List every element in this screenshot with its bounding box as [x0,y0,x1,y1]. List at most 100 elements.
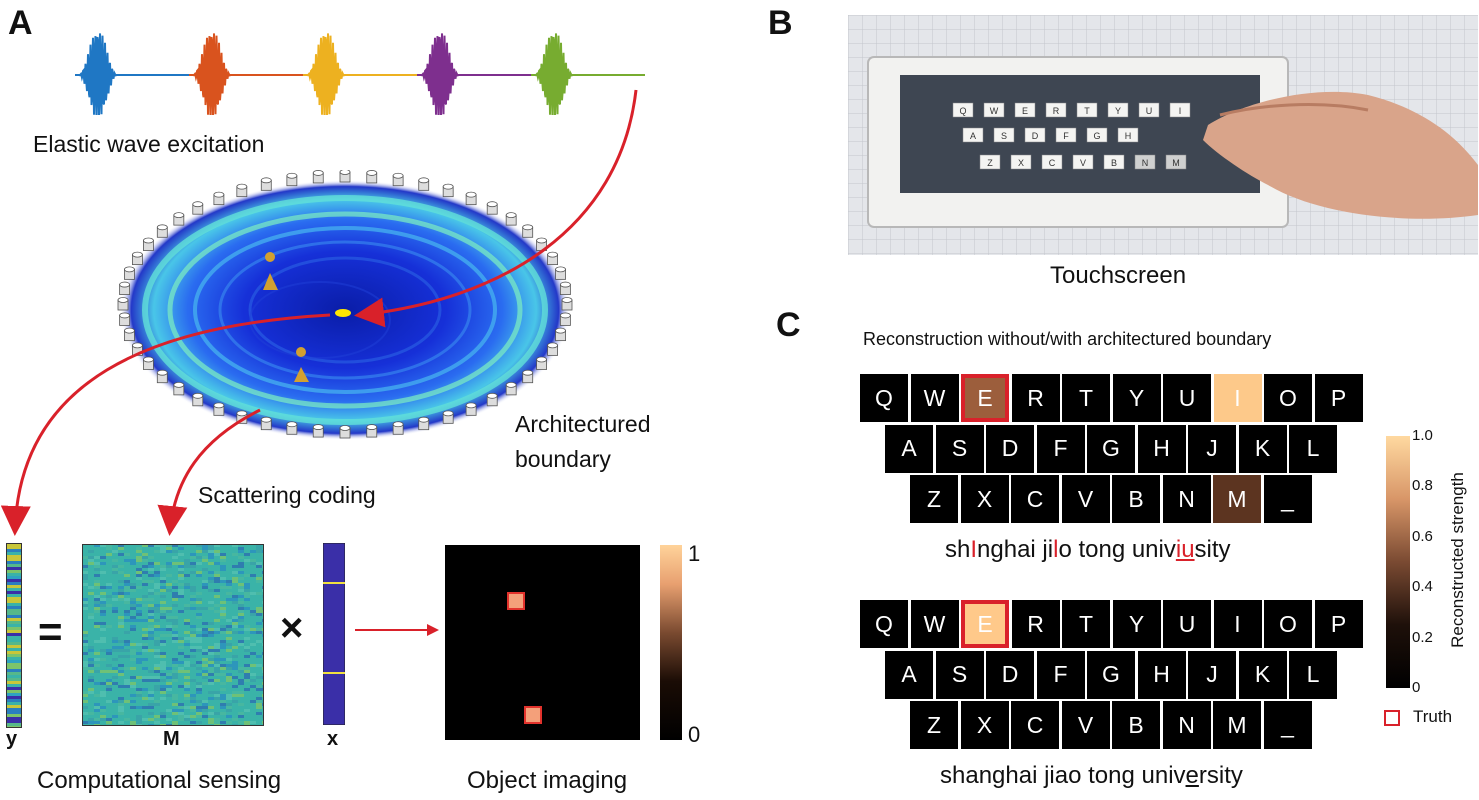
boundary-pillar [173,381,185,396]
boundary-pillar [260,177,272,191]
boundary-pillar [418,177,430,191]
boundary-pillar [465,191,477,206]
m-label: M [163,728,180,750]
object-colorbar [660,545,682,740]
excitation-label: Elastic wave excitation [33,131,265,157]
decoded-error-part: I [970,536,978,563]
boundary-pillar [505,212,517,226]
decoded-text-part: sh [945,536,971,563]
photo-key: V [1072,154,1094,170]
boundary-pillar [339,170,351,183]
key-u: U [1163,600,1211,648]
boundary-pillar [117,297,129,311]
photo-key: Q [952,102,974,118]
key-s: S [935,424,984,473]
boundary-pillar [366,170,378,184]
equals-sign: = [38,608,63,655]
boundary-label-line2: boundary [515,446,611,472]
wave-signal [303,33,417,115]
boundary-pillar [418,416,430,431]
photo-key: C [1041,154,1063,170]
key-space: _ [1263,701,1312,749]
svg-text:Z: Z [987,158,993,168]
key-q: Q [860,600,908,648]
svg-text:V: V [1080,158,1086,168]
boundary-pillar [555,266,566,280]
key-m: M [1213,475,1261,523]
colorbar-top-tick: 1 [688,541,701,566]
boundary-pillar [236,183,248,198]
photo-key: W [983,102,1005,118]
boundary-pillar [192,392,204,407]
colorbar-tick-label: 1.0 [1412,427,1433,444]
boundary-pillar [156,224,168,238]
photo-key: U [1138,102,1160,118]
svg-text:S: S [1001,131,1007,141]
key-p: P [1314,374,1363,422]
object-imaging-label: Object imaging [467,767,628,794]
key-a: A [885,424,933,473]
strength-colorbar [1386,436,1410,688]
svg-text:T: T [1084,106,1090,116]
boundary-pillar [486,201,498,215]
wave-signal [75,33,189,115]
svg-text:X: X [1018,158,1024,168]
colorbar-tick-label: 0.8 [1412,477,1433,495]
x-label: x [327,728,339,750]
key-i: I [1213,600,1262,648]
wave-signal [189,33,303,115]
photo-key: X [1010,154,1032,170]
boundary-pillar [286,421,298,435]
colorbar-axis-label: Reconstructed strength [1448,472,1467,648]
photo-key: Z [979,154,1001,170]
key-y: Y [1112,374,1161,422]
key-q: Q [860,374,908,422]
key-z: Z [910,701,958,749]
boundary-pillar [119,312,131,326]
key-h: H [1137,424,1186,473]
photo-key: M [1165,154,1187,170]
y-label: y [6,728,18,750]
decoded-text-part: rsity [1198,762,1243,789]
key-f: F [1036,650,1085,699]
svg-text:W: W [990,106,999,116]
svg-text:N: N [1142,158,1149,168]
key-e: E [961,600,1009,648]
key-o: O [1264,600,1312,648]
boundary-pillar [124,327,135,342]
boundary-pillar [286,172,298,187]
boundary-pillar [559,312,571,326]
svg-text:Y: Y [1115,106,1121,116]
svg-text:G: G [1093,131,1100,141]
key-n: N [1162,475,1211,523]
decoded-text-with-boundary: shanghai jiao tong university [940,762,1243,790]
architectured-boundary-illustration [117,170,573,440]
x-vector [323,543,345,725]
boundary-pillar [559,281,571,295]
boundary-pillar [536,237,547,251]
key-m: M [1213,701,1261,749]
panel-c-title: Reconstruction without/with architecture… [863,329,1272,349]
key-n: N [1162,701,1211,749]
key-r: R [1011,374,1060,422]
photo-key: Y [1107,102,1129,118]
boundary-pillar [392,421,404,435]
key-t: T [1062,374,1110,422]
key-s: S [935,650,984,699]
key-c: C [1011,701,1059,749]
truth-legend-box [1384,710,1400,726]
colorbar-tick-label: 0.6 [1412,527,1433,545]
key-space: _ [1263,475,1312,523]
key-z: Z [910,475,958,523]
decoded-text-part: nghai ji [977,536,1054,563]
boundary-pillar [536,356,547,370]
boundary-pillar [339,425,351,439]
decoded-error-part: l [1053,536,1059,563]
panel-letter-a: A [8,4,33,42]
svg-text:M: M [1172,158,1180,168]
photo-key: B [1103,154,1125,170]
svg-text:A: A [970,131,976,141]
boundary-pillar [522,369,534,384]
key-i: I [1213,374,1262,422]
